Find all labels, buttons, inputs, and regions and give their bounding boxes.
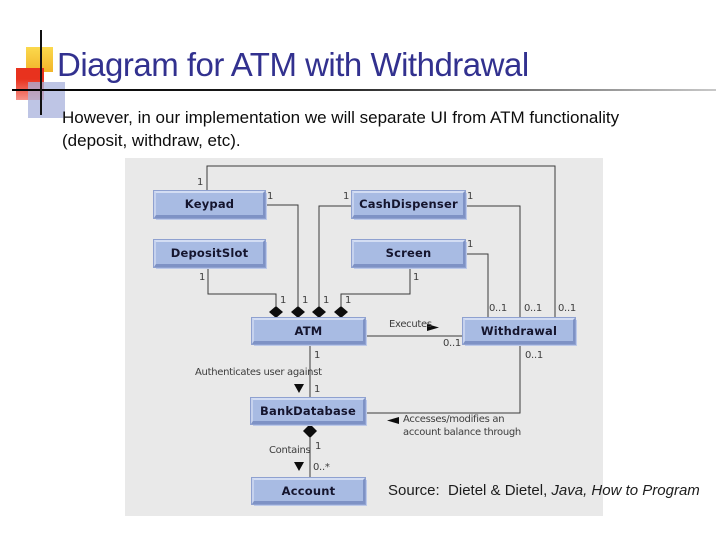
edge-screen-to-withdrawal xyxy=(465,253,489,318)
executes-direction-arrow xyxy=(427,324,439,331)
edge-keypad-to-atm xyxy=(265,204,299,306)
class-box-account: Account xyxy=(251,477,366,505)
multiplicity-label: 1 xyxy=(267,191,274,202)
class-box-withdrawal: Withdrawal xyxy=(462,317,576,345)
accesses-label-line2: account balance through xyxy=(403,427,521,438)
multiplicity-label: 1 xyxy=(467,191,474,202)
multiplicity-label: 1 xyxy=(323,295,330,306)
source-citation-prefix: Source: Dietel & Dietel, xyxy=(388,482,552,499)
title-divider-line xyxy=(12,89,716,91)
multiplicity-label: 1 xyxy=(467,239,474,250)
source-citation: Source: Dietel & Dietel, Java, How to Pr… xyxy=(388,482,700,499)
source-citation-book-title: Java, How to Program xyxy=(551,482,700,499)
multiplicity-label: 1 xyxy=(413,272,420,283)
multiplicity-label: 1 xyxy=(314,384,321,395)
contains-label: Contains xyxy=(269,445,311,456)
edge-cashdispenser-to-atm xyxy=(318,205,352,306)
multiplicity-label: 1 xyxy=(302,295,309,306)
composition-diamond-contains xyxy=(303,424,317,438)
edge-withdrawal-to-bankdatabase xyxy=(365,344,521,414)
decor-blue-square xyxy=(28,82,65,118)
uml-diagram-connectors xyxy=(206,165,556,478)
edge-screen-to-atm xyxy=(340,267,411,306)
slide-title: Diagram for ATM with Withdrawal xyxy=(57,46,529,83)
class-box-cash-dispenser: CashDispenser xyxy=(351,190,466,219)
composition-diamond-cashdispenser xyxy=(312,306,326,318)
composition-diamond-depositslot xyxy=(269,306,283,318)
decor-yellow-square xyxy=(26,47,53,72)
composition-diamond-keypad xyxy=(291,306,305,318)
authenticates-direction-arrow xyxy=(294,384,304,393)
class-box-screen: Screen xyxy=(351,239,466,268)
multiplicity-label: 0..1 xyxy=(525,350,543,361)
class-box-atm: ATM xyxy=(251,317,366,345)
accesses-direction-arrow xyxy=(387,417,399,424)
contains-direction-arrow xyxy=(294,462,304,471)
body-text: However, in our implementation we will s… xyxy=(62,106,619,152)
composition-diamond-screen xyxy=(334,306,348,318)
body-text-line2: (deposit, withdraw, etc). xyxy=(62,131,241,150)
multiplicity-label: 0..* xyxy=(313,462,330,473)
multiplicity-label: 1 xyxy=(345,295,352,306)
body-text-line1: However, in our implementation we will s… xyxy=(62,108,620,127)
multiplicity-label: 1 xyxy=(314,350,321,361)
class-box-keypad: Keypad xyxy=(153,190,266,219)
edge-depositslot-to-atm xyxy=(207,267,277,306)
multiplicity-label: 1 xyxy=(280,295,287,306)
class-box-deposit-slot: DepositSlot xyxy=(153,239,266,268)
multiplicity-label: 0..1 xyxy=(558,303,576,314)
multiplicity-label: 1 xyxy=(197,177,204,188)
edge-keypad-to-withdrawal xyxy=(206,165,556,318)
multiplicity-label: 0..1 xyxy=(443,338,461,349)
multiplicity-label: 0..1 xyxy=(489,303,507,314)
class-box-bank-database: BankDatabase xyxy=(250,397,366,425)
multiplicity-label: 1 xyxy=(343,191,350,202)
edge-cashdispenser-to-withdrawal xyxy=(465,205,521,318)
multiplicity-label: 1 xyxy=(315,441,322,452)
authenticates-label: Authenticates user against xyxy=(195,367,322,378)
multiplicity-label: 0..1 xyxy=(524,303,542,314)
multiplicity-label: 1 xyxy=(199,272,206,283)
executes-label: Executes xyxy=(389,319,432,330)
accesses-label-line1: Accesses/modifies an xyxy=(403,414,505,425)
decor-vertical-line xyxy=(40,30,42,115)
